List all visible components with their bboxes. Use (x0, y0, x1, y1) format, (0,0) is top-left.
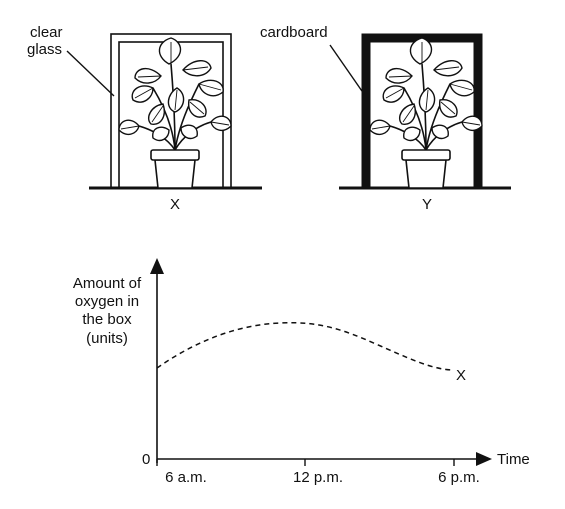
oxygen-graph: Amount of oxygen in the box (units) 0 Ti… (73, 258, 530, 486)
x-tick-label-6pm: 6 p.m. (438, 469, 480, 486)
origin-label: 0 (142, 451, 150, 468)
x-axis-arrow-icon (476, 452, 492, 466)
box-x-caption: X (170, 196, 180, 213)
y-axis-label-line1: Amount of (73, 275, 142, 292)
oxygen-curve-x (156, 321, 453, 371)
box-x: clear glass X (27, 24, 262, 213)
x-tick-label-12pm: 12 p.m. (293, 469, 343, 486)
clear-glass-label-line1: clear (30, 24, 63, 41)
x-axis-label: Time (497, 451, 530, 468)
x-tick-label-6am: 6 a.m. (165, 469, 207, 486)
plant-x (118, 37, 232, 189)
y-axis-label-line2: oxygen in (75, 293, 139, 310)
cardboard-pointer-line (329, 44, 365, 95)
y-axis-arrow-icon (150, 258, 164, 274)
y-axis-label-line3: the box (82, 311, 132, 328)
y-axis-label-line4: (units) (86, 330, 128, 347)
plant-y (369, 37, 483, 189)
box-y: cardboard Y (260, 24, 511, 213)
glass-pointer-line (66, 50, 115, 97)
cardboard-label: cardboard (260, 24, 328, 41)
curve-label-x: X (456, 367, 466, 384)
clear-glass-label-line2: glass (27, 41, 62, 58)
box-y-caption: Y (422, 196, 432, 213)
